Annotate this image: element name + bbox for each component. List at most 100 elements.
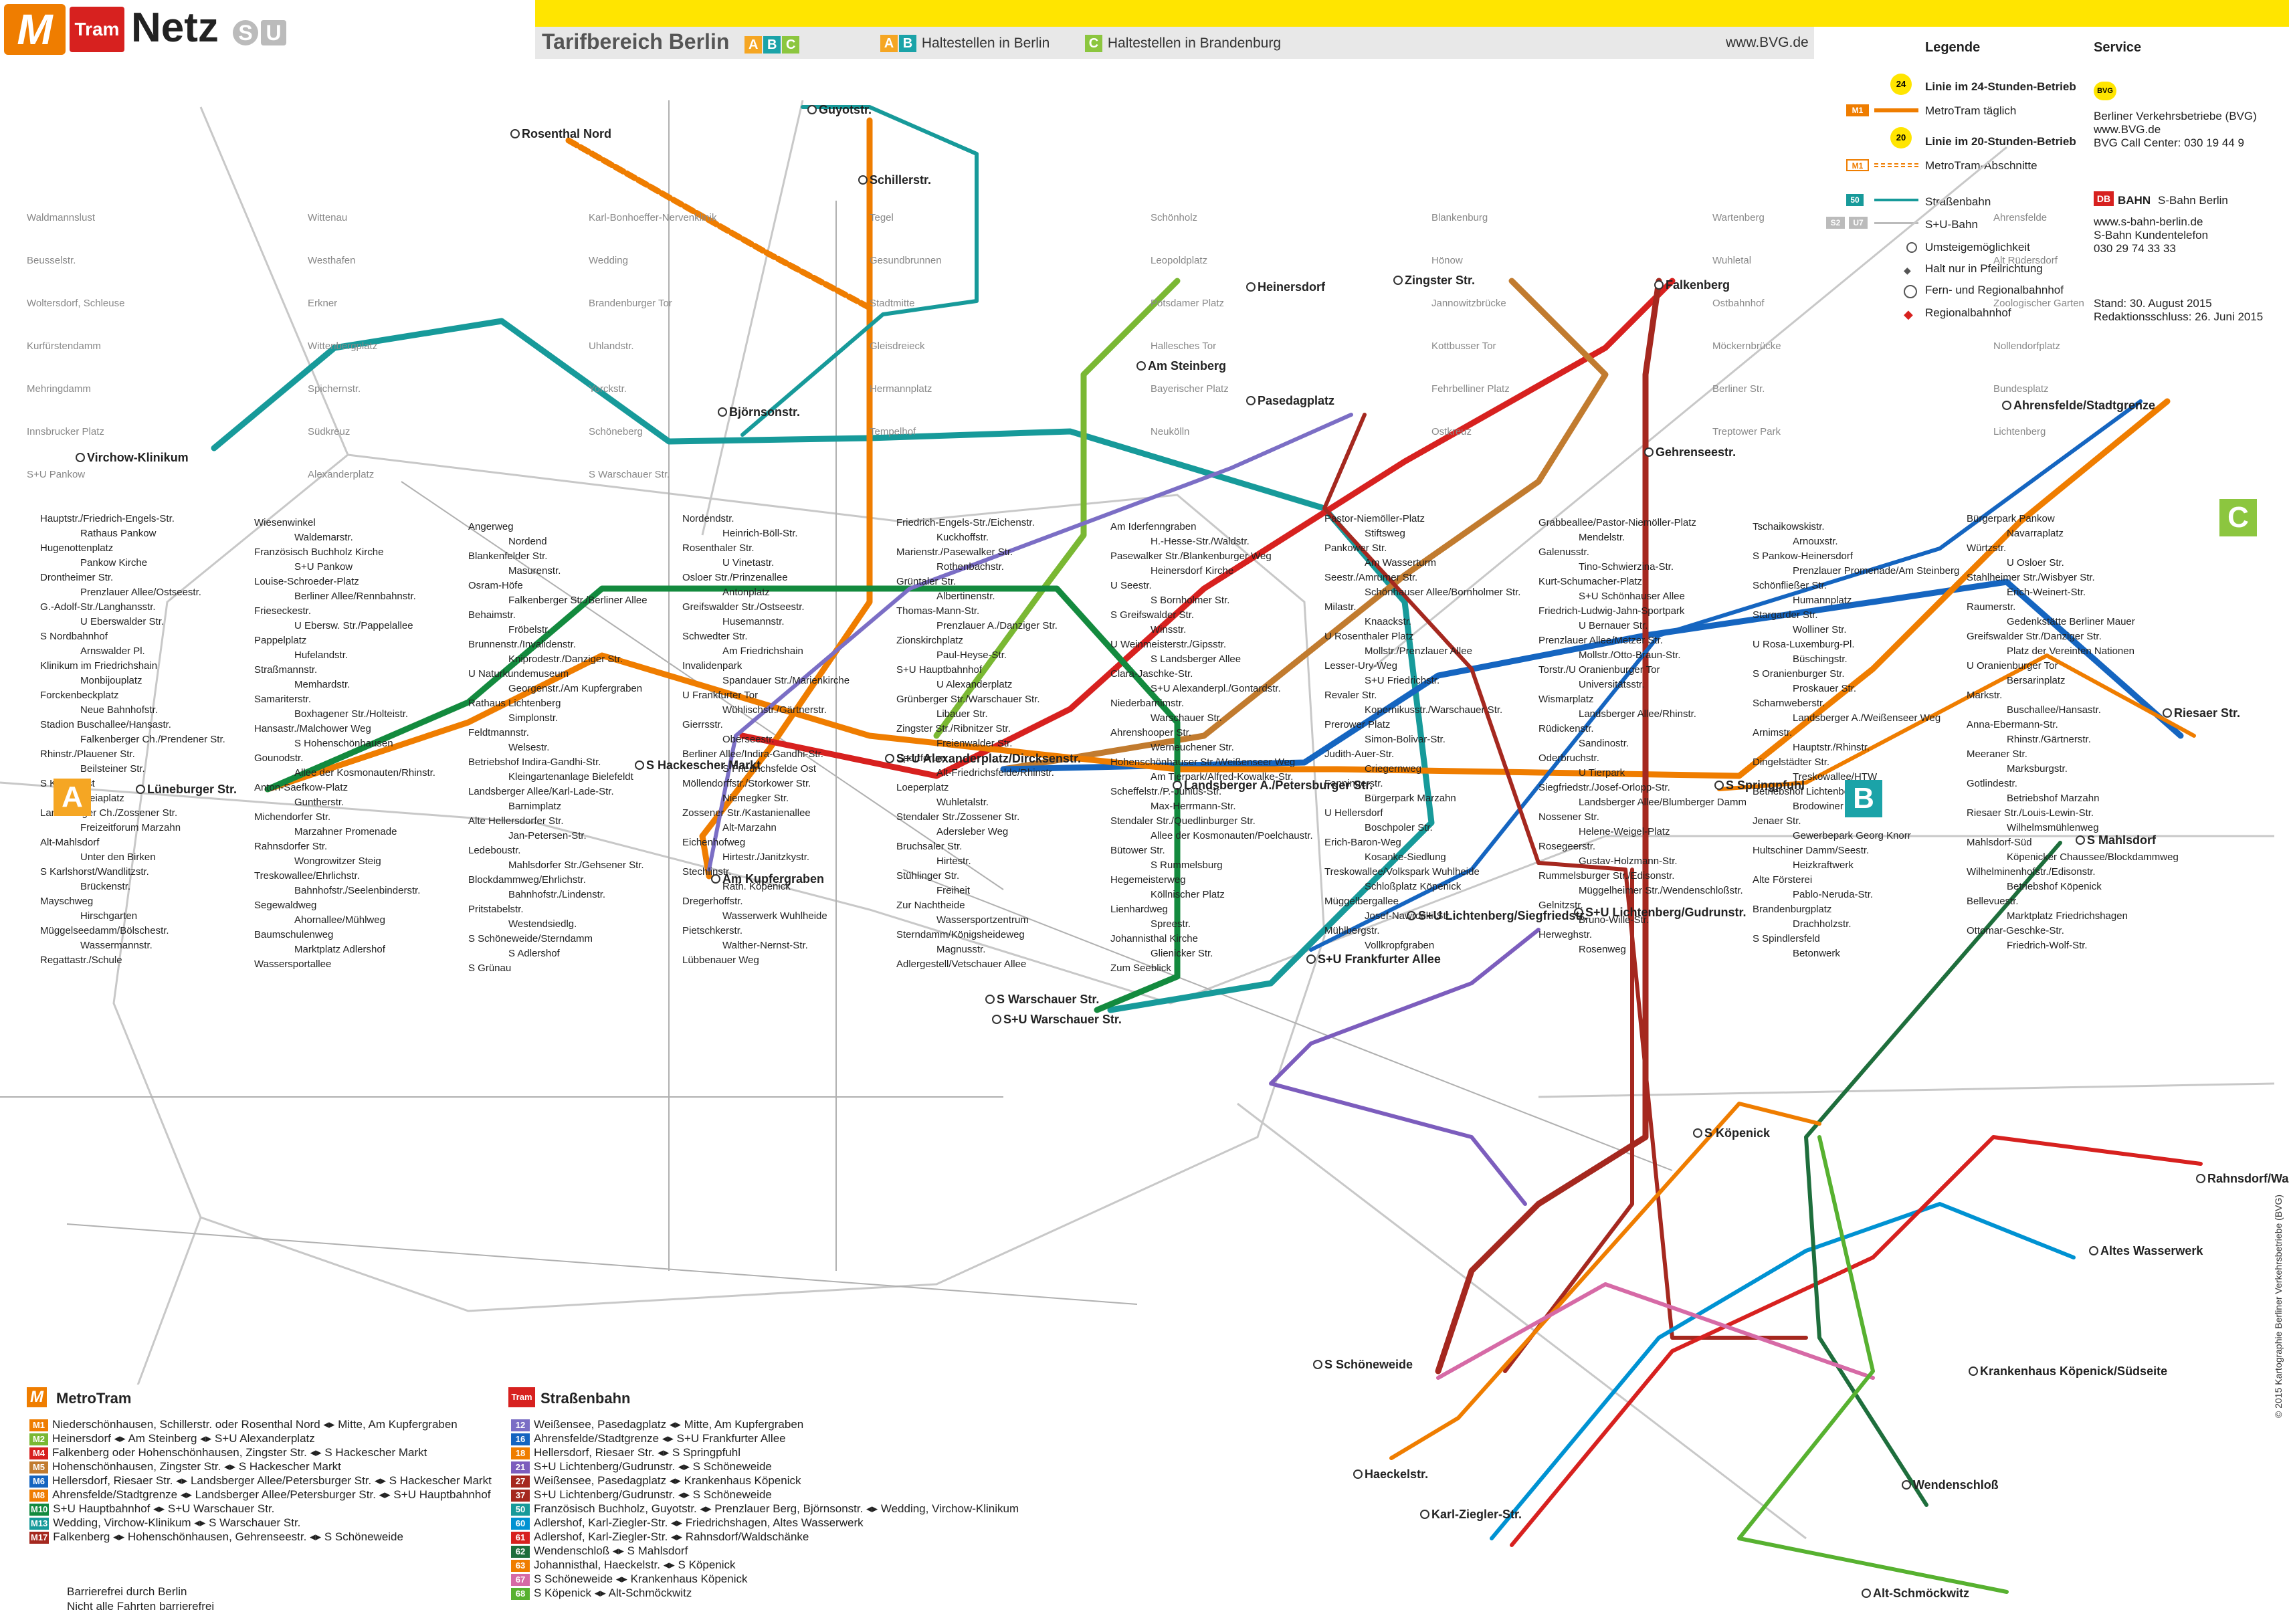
station-label: Alte Försterei xyxy=(1753,874,1812,886)
sbahn-station-label: Beusselstr. xyxy=(27,255,76,266)
sbahn-station-label: Karl-Bonhoeffer-Nervenklinik xyxy=(589,212,717,223)
route-description: Niederschönhausen, Schillerstr. oder Ros… xyxy=(52,1418,458,1431)
station-label: Forckenbeckplatz xyxy=(40,690,119,701)
sbahn-station-label: Erkner xyxy=(308,298,337,309)
station-label: Berliner Allee/Rennbahnstr. xyxy=(294,591,416,602)
station-dot xyxy=(718,407,727,417)
station-label: Invalidenpark xyxy=(682,660,742,672)
bvg-url[interactable]: www.BVG.de xyxy=(1726,35,1809,50)
station-label: Nossener Str. xyxy=(1538,811,1599,823)
station-label: Erich-Weinert-Str. xyxy=(2007,587,2086,598)
station-label-major: Virchow-Klinikum xyxy=(87,451,189,464)
station-label: Hirschgarten xyxy=(80,910,137,922)
station-label-major: Wendenschloß xyxy=(1913,1478,1999,1492)
station-label: Oderbruchstr. xyxy=(1538,752,1599,764)
sbahn-station-label: Uhlandstr. xyxy=(589,340,634,352)
station-label: Kosanke-Siedlung xyxy=(1365,851,1446,863)
legend-20h-label: Linie im 20-Stunden-Betrieb xyxy=(1925,135,2076,148)
station-label: Schönhauser Allee/Bornholmer Str. xyxy=(1365,587,1520,598)
sbahn-south-line xyxy=(1237,1102,1807,1540)
station-label: Ledeboustr. xyxy=(468,845,520,856)
station-label: Samariterstr. xyxy=(254,694,311,705)
zone-c-chip: C xyxy=(782,36,800,54)
station-label: Unter den Birken xyxy=(80,851,156,863)
station-label: Niederbarnimstr. xyxy=(1110,698,1184,709)
sbahn-station-label: Lichtenberg xyxy=(1993,426,2046,437)
station-dot xyxy=(1393,276,1403,285)
station-dot xyxy=(807,105,817,114)
sbahn-station-label: Hönow xyxy=(1431,255,1463,266)
station-label: Pablo-Neruda-Str. xyxy=(1793,889,1873,900)
station-label: Kuckhoffstr. xyxy=(936,532,989,543)
station-label: Zossener Str./Kastanienallee xyxy=(682,807,811,819)
service-bvg-url[interactable]: www.BVG.de xyxy=(2094,123,2161,136)
station-label: Landsberger Allee/Karl-Lade-Str. xyxy=(468,786,614,797)
station-label: Hohenschönhauser Str./Weißenseer Weg xyxy=(1110,756,1295,768)
station-label: Köpenicker Chaussee/Blockdammweg xyxy=(2007,851,2179,863)
station-label: Prenzlauer Allee/Metzer Str. xyxy=(1538,635,1663,646)
station-label: Wolliner Str. xyxy=(1793,624,1847,635)
sbahn-station-label: Hallesches Tor xyxy=(1151,340,1216,352)
long-distance-station-icon xyxy=(1904,285,1917,298)
station-label: Rosenweg xyxy=(1579,944,1626,955)
station-label-major: Karl-Ziegler-Str. xyxy=(1431,1508,1522,1521)
line-chip-63: 63 xyxy=(511,1559,530,1572)
route-description: Ahrensfelde/Stadtgrenze ◂▸ Landsberger A… xyxy=(52,1488,491,1501)
station-label: Niemegker Str. xyxy=(722,793,789,804)
station-label: Simplonstr. xyxy=(508,712,558,724)
sbahn-station-label: Schöneberg xyxy=(589,426,643,437)
network-map: Rosenthal NordGuyotstr.Schillerstr.Heine… xyxy=(0,100,2289,1600)
station-label: Frieseckestr. xyxy=(254,605,311,617)
station-label: S+U Hauptbahnhof xyxy=(896,664,983,676)
station-label: Prenzlauer A./Danziger Str. xyxy=(936,620,1058,631)
sbahn-station-label: Woltersdorf, Schleuse xyxy=(27,298,124,309)
station-label: Müggelbergallee xyxy=(1324,896,1399,907)
regional-station-icon: ◆ xyxy=(1904,308,1913,321)
service-sbahn-url[interactable]: www.s-bahn-berlin.de xyxy=(2094,215,2203,228)
sbahn-station-label: Mehringdamm xyxy=(27,383,91,395)
station-label: Grabbeallee/Pastor-Niemöller-Platz xyxy=(1538,517,1696,528)
station-label: Stiftsweg xyxy=(1365,528,1405,539)
sbahn-station-label: Ahrensfelde xyxy=(1993,212,2047,223)
station-label: Würtzstr. xyxy=(1967,542,2006,554)
station-label-major: Haeckelstr. xyxy=(1365,1467,1428,1481)
station-label: Arnswalder Pl. xyxy=(80,645,145,657)
station-label: Marzahner Promenade xyxy=(294,826,397,837)
station-label: Arnouxstr. xyxy=(1793,536,1838,547)
station-label: Bahnhofstr./Seelenbinderstr. xyxy=(294,885,420,896)
sbahn-station-label: Alt Rüdersdorf xyxy=(1993,255,2058,266)
station-label: Glienicker Str. xyxy=(1151,948,1213,959)
station-label: Bruchsaler Str. xyxy=(896,841,962,852)
station-label: Am Wasserturm xyxy=(1365,557,1436,569)
service-bvg-name: Berliner Verkehrsbetriebe (BVG) xyxy=(2094,110,2257,122)
metrotram-list-title: MetroTram xyxy=(56,1390,132,1407)
station-label: Friedrich-Wolf-Str. xyxy=(2007,940,2088,951)
line-m1 xyxy=(699,117,873,880)
station-label: Falkenberger Str./Berliner Allee xyxy=(508,595,648,606)
station-label: S Adlershof xyxy=(508,948,561,959)
station-label: Memhardstr. xyxy=(294,679,350,690)
sbahn-station-label: Wuhletal xyxy=(1712,255,1751,266)
sbahn-station-label: Berliner Str. xyxy=(1712,383,1765,395)
line-chip-27: 27 xyxy=(511,1475,530,1488)
station-label: Bruno-Wille-Str. xyxy=(1579,914,1649,926)
station-label: Brückenstr. xyxy=(80,881,130,892)
station-label: Zingster Str./Ribnitzer Str. xyxy=(896,723,1011,734)
station-label: Herweghstr. xyxy=(1538,929,1592,940)
station-label: Paul-Heyse-Str. xyxy=(936,649,1007,661)
station-label: Tino-Schwierzina-Str. xyxy=(1579,561,1674,573)
station-label-major: Am Steinberg xyxy=(1148,359,1226,373)
sbahn-station-label: Ostbahnhof xyxy=(1712,298,1765,309)
station-dot xyxy=(992,1015,1001,1024)
station-label: Meeraner Str. xyxy=(1967,748,2027,760)
route-description: S Schöneweide ◂▸ Krankenhaus Köpenick xyxy=(534,1572,748,1585)
station-label: Bütower Str. xyxy=(1110,845,1165,856)
station-label: Osram-Höfe xyxy=(468,580,523,591)
station-label-major: Schillerstr. xyxy=(870,173,931,187)
station-label: Regattastr./Schule xyxy=(40,954,122,966)
